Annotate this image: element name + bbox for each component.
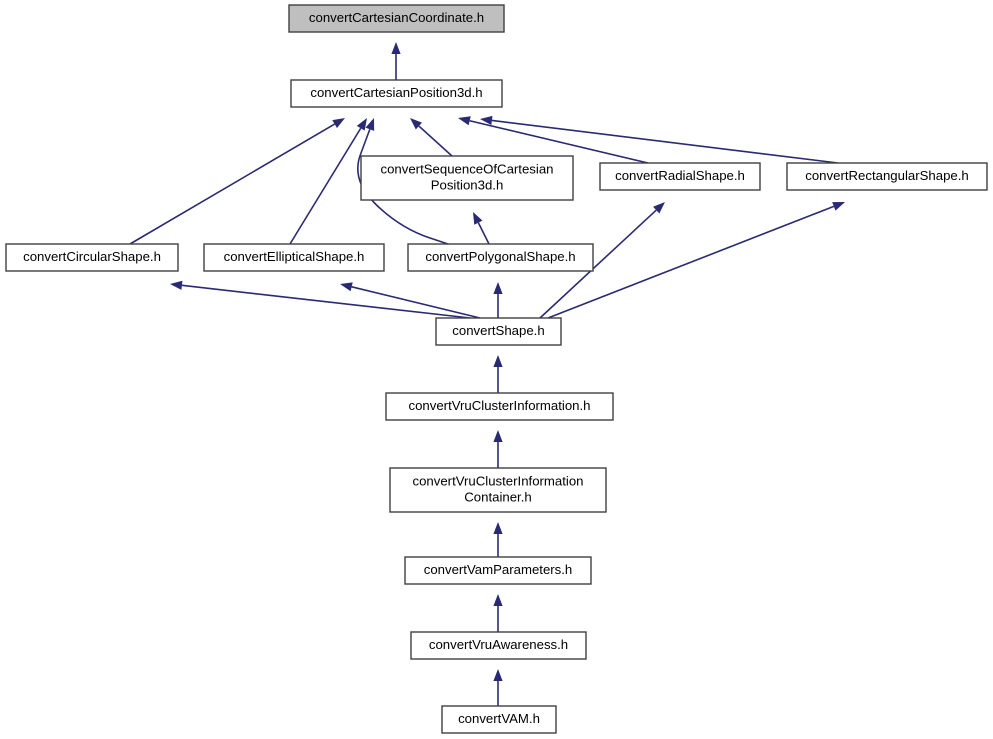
graph-edge-arrowhead xyxy=(493,594,503,606)
graph-node-vam[interactable]: convertVAM.h xyxy=(441,705,557,734)
graph-node-circularShape[interactable]: convertCircularShape.h xyxy=(5,243,179,272)
node-box-vam[interactable] xyxy=(441,705,557,734)
graph-edge-arrowhead xyxy=(832,202,845,211)
node-box-polygonalShape[interactable] xyxy=(407,243,594,272)
node-box-vruClusterInformationContainer[interactable] xyxy=(389,467,607,513)
graph-edge-radialShape-to-cartesianPosition3d xyxy=(469,119,649,164)
graph-node-cartesianCoordinate[interactable]: convertCartesianCoordinate.h xyxy=(288,4,505,33)
graph-edge-polygonalShape-to-sequenceOfCartesianPosition3d xyxy=(477,222,490,245)
graph-node-rectangularShape[interactable]: convertRectangularShape.h xyxy=(786,162,988,191)
graph-edge-arrowhead xyxy=(365,118,375,131)
graph-edge-arrowhead xyxy=(493,430,503,442)
graph-node-radialShape[interactable]: convertRadialShape.h xyxy=(599,162,761,191)
node-box-ellipticalShape[interactable] xyxy=(203,243,385,272)
graph-edge-arrowhead xyxy=(493,522,503,534)
graph-edge-ellipticalShape-to-cartesianPosition3d xyxy=(289,127,362,245)
graph-edges-layer xyxy=(129,42,845,706)
graph-edge-arrowhead xyxy=(493,669,503,681)
graph-edge-shape-to-ellipticalShape xyxy=(351,286,481,319)
graph-node-shape[interactable]: convertShape.h xyxy=(435,317,562,346)
graph-edge-arrowhead xyxy=(391,42,401,54)
node-box-vruClusterInformation[interactable] xyxy=(385,392,614,421)
node-box-circularShape[interactable] xyxy=(5,243,179,272)
graph-edge-arrowhead xyxy=(493,355,503,367)
graph-edge-arrowhead xyxy=(170,280,183,290)
node-box-cartesianPosition3d[interactable] xyxy=(290,79,503,108)
graph-edge-shape-to-radialShape xyxy=(539,209,657,319)
graph-edge-rectangularShape-to-cartesianPosition3d xyxy=(491,119,839,164)
graph-edge-arrowhead xyxy=(653,202,665,214)
graph-nodes-layer: convertCartesianCoordinate.h convertCarte… xyxy=(5,4,988,734)
graph-node-cartesianPosition3d[interactable]: convertCartesianPosition3d.h xyxy=(290,79,503,108)
graph-node-polygonalShape[interactable]: convertPolygonalShape.h xyxy=(407,243,594,272)
graph-edge-circularShape-to-cartesianPosition3d xyxy=(129,123,336,245)
graph-node-vruClusterInformation[interactable]: convertVruClusterInformation.h xyxy=(385,392,614,421)
node-box-radialShape[interactable] xyxy=(599,162,761,191)
graph-edge-arrowhead xyxy=(332,118,345,129)
node-box-cartesianCoordinate[interactable] xyxy=(288,4,505,33)
node-box-rectangularShape[interactable] xyxy=(786,162,988,191)
graph-edge-arrowhead xyxy=(340,282,353,292)
node-box-vruAwareness[interactable] xyxy=(410,631,587,660)
graph-edge-sequenceOfCartesianPosition3d-to-cartesianPosition3d xyxy=(418,125,453,157)
graph-edge-arrowhead xyxy=(458,116,471,126)
graph-edge-arrowhead xyxy=(480,115,493,126)
graph-edge-arrowhead xyxy=(410,118,422,130)
node-box-vamParameters[interactable] xyxy=(404,556,592,585)
graph-edge-shape-to-rectangularShape xyxy=(547,205,835,319)
graph-edge-arrowhead xyxy=(356,118,367,131)
graph-node-vamParameters[interactable]: convertVamParameters.h xyxy=(404,556,592,585)
graph-node-vruAwareness[interactable]: convertVruAwareness.h xyxy=(410,631,587,660)
graph-edge-shape-to-circularShape xyxy=(181,284,471,319)
node-box-shape[interactable] xyxy=(435,317,562,346)
graph-edge-arrowhead xyxy=(473,212,483,225)
graph-node-ellipticalShape[interactable]: convertEllipticalShape.h xyxy=(203,243,385,272)
graph-edge-arrowhead xyxy=(493,282,503,294)
node-box-sequenceOfCartesianPosition3d[interactable] xyxy=(360,155,574,201)
